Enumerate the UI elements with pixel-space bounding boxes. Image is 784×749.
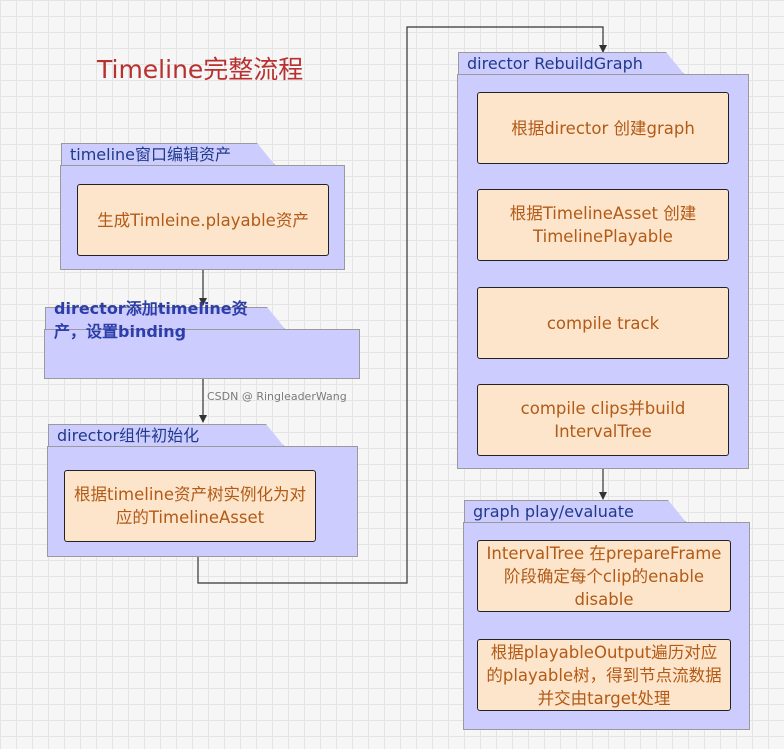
watermark: CSDN @ RingleaderWang <box>207 390 347 403</box>
diagram-title: Timeline完整流程 <box>97 55 304 84</box>
group-panel-director-binding <box>44 329 360 379</box>
group-tab-graph-play: graph play/evaluate <box>464 500 686 522</box>
group-tab-timeline-edit: timeline窗口编辑资产 <box>61 143 275 165</box>
director-binding-label: director添加timeline资产，设置binding <box>54 299 248 341</box>
card-playable-output-traverse: 根据playableOutput遍历对应的playable树，得到节点流数据并交… <box>477 639 731 711</box>
card-interval-tree-prepare-frame: IntervalTree 在prepareFrame阶段确定每个clip的ena… <box>477 540 731 612</box>
card-compile-track: compile track <box>477 287 729 359</box>
card-generate-playable-asset: 生成Timleine.playable资产 <box>77 184 329 256</box>
card-instantiate-timeline-asset: 根据timeline资产树实例化为对应的TimelineAsset <box>64 470 316 542</box>
arrow-init-to-rebuild <box>197 26 607 584</box>
group-tab-director-init: director组件初始化 <box>48 424 284 446</box>
card-compile-clips: compile clips并build IntervalTree <box>477 384 729 456</box>
card-create-graph: 根据director 创建graph <box>477 92 729 164</box>
group-tab-rebuild-graph: director RebuildGraph <box>458 52 684 74</box>
card-create-timeline-playable: 根据TimelineAsset 创建TimelinePlayable <box>477 189 729 261</box>
